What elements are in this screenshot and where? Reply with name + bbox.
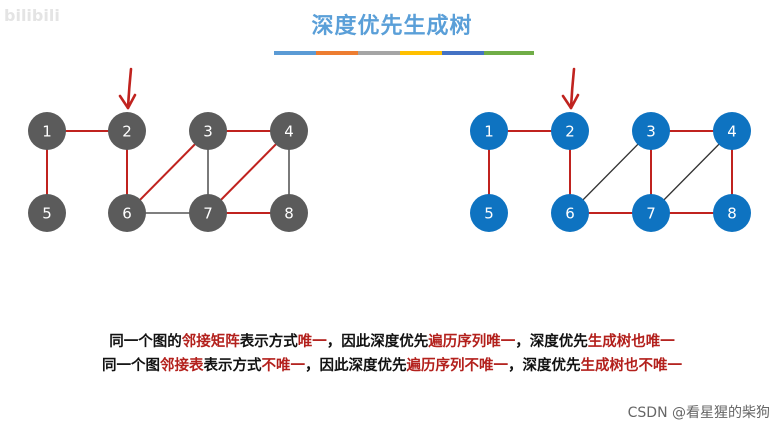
blue-node-2: 2 — [551, 112, 589, 150]
color-bar-2 — [316, 51, 366, 55]
line2-segment: ，因此深度优先 — [305, 358, 407, 374]
gray-node-4: 4 — [270, 112, 308, 150]
gray-node-6: 6 — [108, 194, 146, 232]
graph-diagram: 1 2 3 4 5 6 7 8 1 2 3 4 5 6 7 8 — [28, 67, 751, 232]
gray-node-3: 3 — [189, 112, 227, 150]
blue-node-label: 5 — [484, 205, 494, 223]
caption-line-2: 同一个图邻接表表示方式不唯一，因此深度优先遍历序列不唯一，深度优先生成树也不唯一 — [0, 354, 784, 375]
gray-node-1: 1 — [28, 112, 66, 150]
line2-segment: 生成树也不唯一 — [580, 358, 683, 374]
gray-node-8: 8 — [270, 194, 308, 232]
gray-node-2: 2 — [108, 112, 146, 150]
page-title: 深度优先生成树 — [311, 14, 473, 39]
blue-node-label: 4 — [727, 123, 737, 141]
line1-segment: 邻接矩阵 — [181, 334, 240, 350]
line2-segment: 不唯一 — [261, 358, 306, 374]
line1-segment: 同一个图的 — [109, 334, 182, 350]
color-bar-3 — [358, 51, 408, 55]
gray-node-5: 5 — [28, 194, 66, 232]
gray-node-label: 3 — [203, 123, 213, 141]
line1-segment: 生成树也唯一 — [587, 334, 675, 350]
line1-segment: ，因此深度优先 — [326, 334, 429, 350]
gray-node-label: 7 — [203, 205, 213, 223]
blue-edge-4-7 — [650, 130, 733, 214]
line1-segment: 唯一 — [297, 334, 327, 350]
gray-node-label: 8 — [284, 205, 294, 223]
gray-node-label: 6 — [122, 205, 132, 223]
bilibili-watermark: bilibili — [4, 6, 60, 25]
line2-segment: ，深度优先 — [508, 358, 581, 374]
line1-segment: 遍历序列唯一 — [428, 334, 516, 350]
gray-node-label: 5 — [42, 205, 52, 223]
blue-node-1: 1 — [470, 112, 508, 150]
blue-graph: 1 2 3 4 5 6 7 8 — [470, 67, 751, 232]
blue-node-7: 7 — [632, 194, 670, 232]
line1-segment: ，深度优先 — [515, 334, 588, 350]
color-bar-5 — [442, 51, 492, 55]
blue-node-5: 5 — [470, 194, 508, 232]
gray-edge-6-3 — [126, 130, 209, 214]
caption-line-1: 同一个图的邻接矩阵表示方式唯一，因此深度优先遍历序列唯一，深度优先生成树也唯一 — [0, 330, 784, 351]
blue-node-6: 6 — [551, 194, 589, 232]
gray-node-7: 7 — [189, 194, 227, 232]
gray-graph: 1 2 3 4 5 6 7 8 — [28, 67, 308, 232]
blue-node-label: 2 — [565, 123, 575, 141]
blue-node-3: 3 — [632, 112, 670, 150]
line2-segment: 同一个图 — [102, 358, 160, 374]
blue-node-label: 6 — [565, 205, 575, 223]
csdn-credit: CSDN @看星猩的柴狗 — [627, 405, 770, 421]
color-bar-4 — [400, 51, 450, 55]
gray-node-label: 2 — [122, 123, 132, 141]
blue-node-8: 8 — [713, 194, 751, 232]
blue-node-label: 3 — [646, 123, 656, 141]
gray-node-label: 1 — [42, 123, 52, 141]
blue-node-4: 4 — [713, 112, 751, 150]
color-bar-1 — [274, 51, 324, 55]
blue-node-label: 8 — [727, 205, 737, 223]
gray-edge-4-7 — [207, 130, 290, 214]
line1-segment: 表示方式 — [239, 334, 298, 350]
color-bar-6 — [484, 51, 534, 55]
blue-edge-6-3 — [569, 130, 652, 214]
blue-node-label: 7 — [646, 205, 656, 223]
blue-node-label: 1 — [484, 123, 494, 141]
gray-node-label: 4 — [284, 123, 294, 141]
line2-segment: 邻接表 — [160, 358, 204, 374]
line2-segment: 表示方式 — [203, 358, 262, 374]
gray-start-arrow-icon — [118, 67, 137, 110]
line2-segment: 遍历序列不唯一 — [406, 358, 509, 374]
blue-start-arrow-icon — [561, 67, 580, 110]
